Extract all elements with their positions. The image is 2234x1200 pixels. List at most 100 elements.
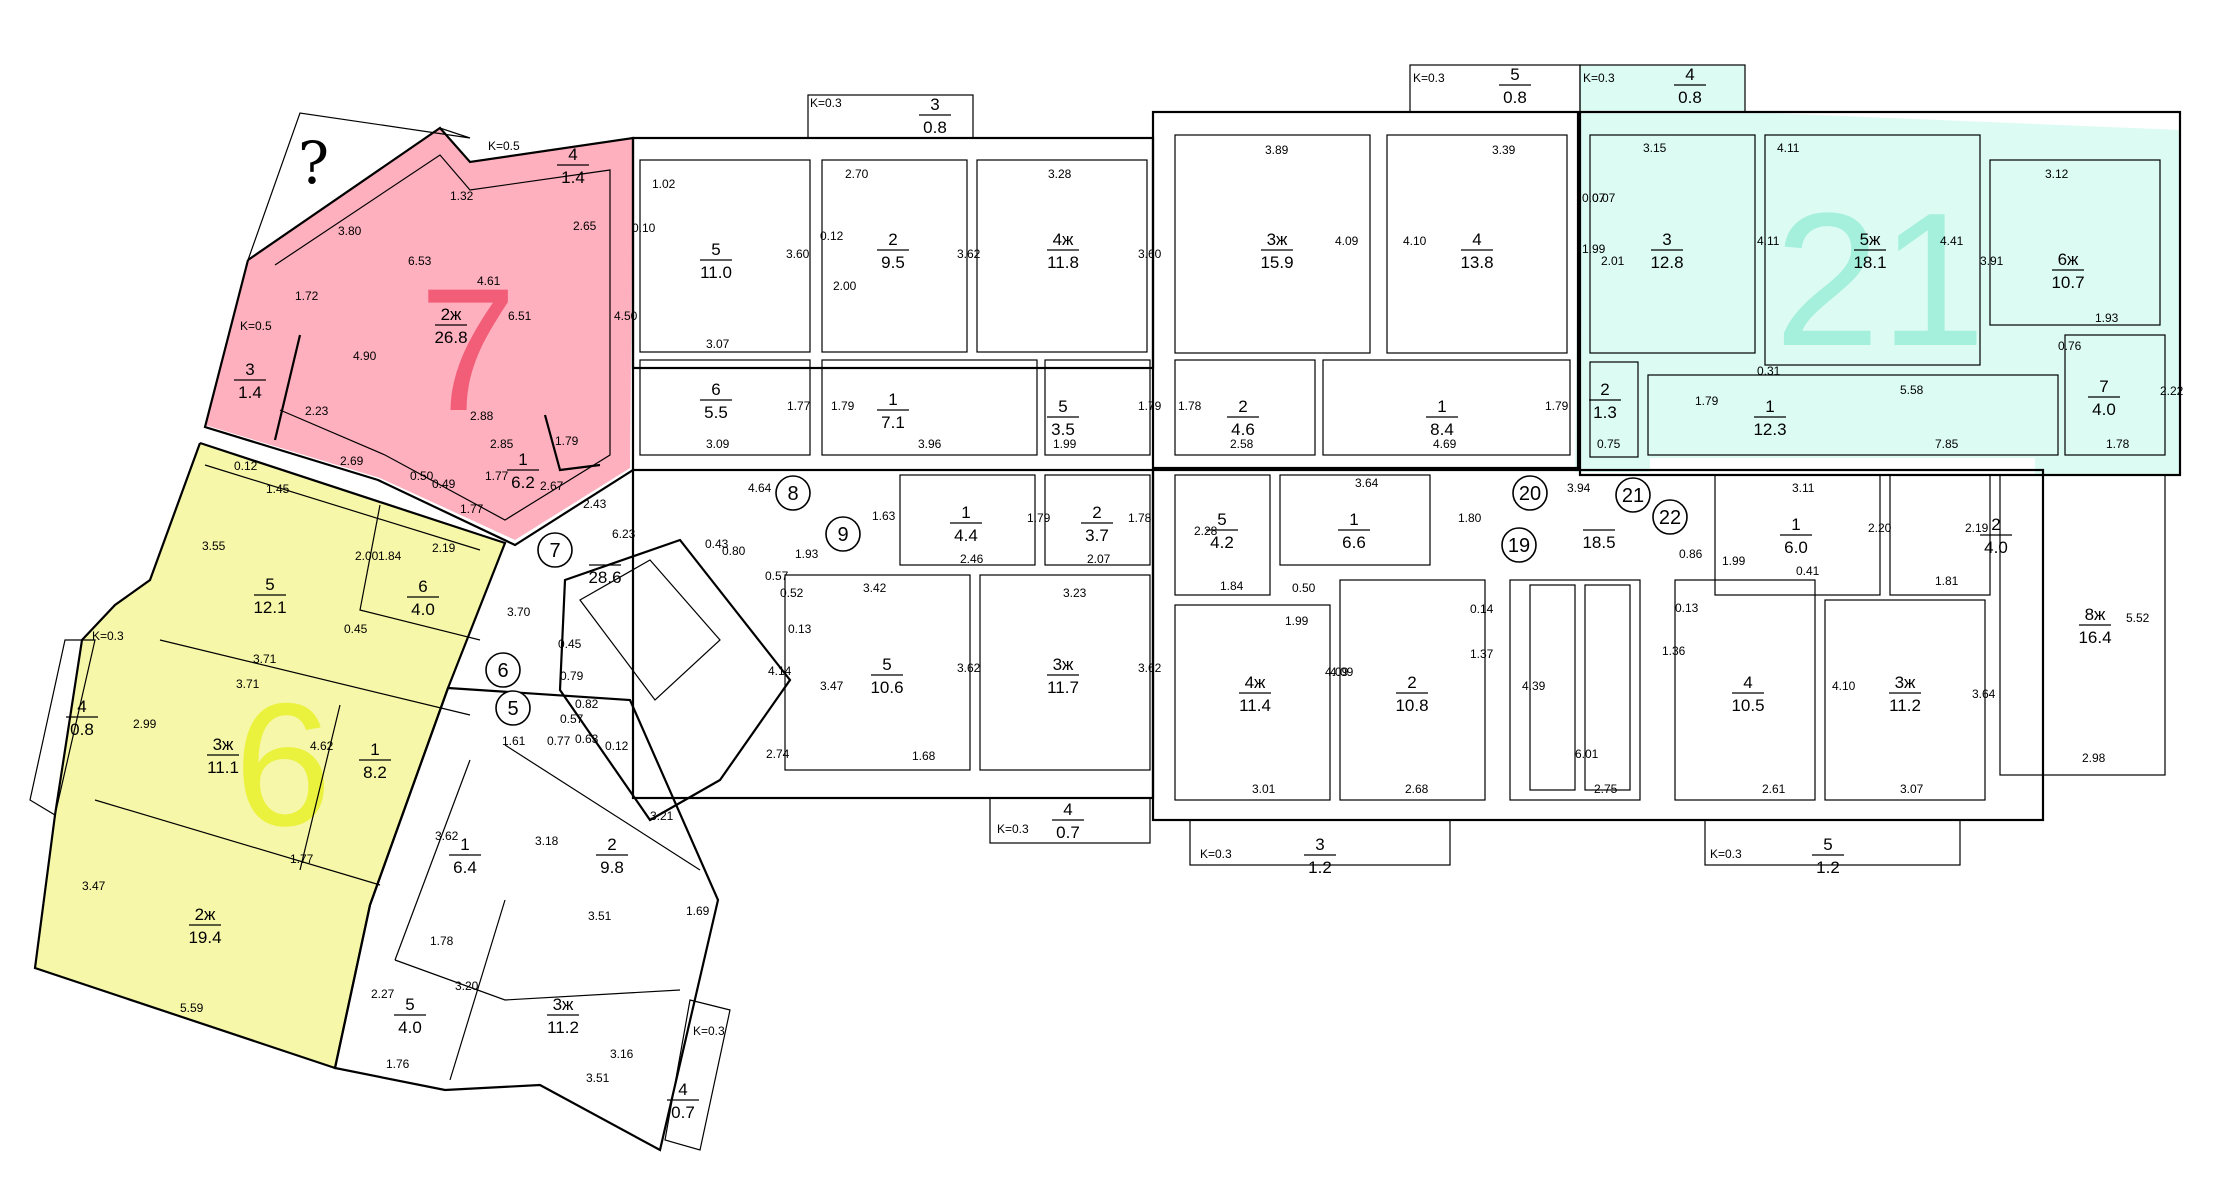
- dimension-label: 3.42: [863, 581, 887, 595]
- dimension-label: 2.70: [845, 167, 869, 181]
- room-label: 18.4: [1426, 397, 1458, 439]
- room-number: 4: [1063, 800, 1072, 819]
- dimension-label: 1.93: [2095, 311, 2119, 325]
- apartment-marker-number: 8: [787, 483, 798, 505]
- apartment-marker-circle: [775, 475, 811, 511]
- dimension-label: 1.37: [1470, 647, 1494, 661]
- balcony: [1579, 64, 1746, 113]
- room-area: 10.8: [1395, 696, 1428, 715]
- room-area: 13.8: [1460, 253, 1493, 272]
- room-label: 24.6: [1227, 397, 1259, 439]
- dimension-label: 1.69: [686, 904, 710, 918]
- wall: [359, 504, 481, 641]
- room-number: 1: [1437, 397, 1446, 416]
- room-number: 5: [711, 240, 720, 259]
- apartment-marker: 21: [1615, 477, 1651, 513]
- room-number: 1: [370, 740, 379, 759]
- dimension-label: 1.77: [787, 399, 811, 413]
- apartment-7-number: 7: [419, 253, 516, 448]
- wall: [504, 744, 701, 871]
- room-label: 312.8: [1650, 230, 1683, 272]
- dimension-label: 3.71: [236, 677, 260, 691]
- wall: [1714, 474, 1881, 596]
- dimension-label: 2.00: [833, 279, 857, 293]
- dimension-label: 2.99: [133, 717, 157, 731]
- coefficient-label: K=0.3: [1413, 71, 1445, 85]
- room-number: 3: [930, 95, 939, 114]
- apartment-marker-number: 21: [1622, 485, 1644, 507]
- apartment-marker-number: 20: [1519, 483, 1541, 505]
- room-number: 3ж: [1267, 230, 1288, 249]
- apartment-21-highlight: [1575, 65, 2180, 475]
- dimension-label: 2.98: [2082, 751, 2106, 765]
- dimension-label: 4.61: [477, 274, 501, 288]
- wall: [1589, 134, 1756, 354]
- wall: [1279, 474, 1431, 566]
- apartment-marker-circle: [1652, 499, 1688, 535]
- room-area: 4.2: [1210, 533, 1234, 552]
- room-area: 9.5: [881, 253, 905, 272]
- apartment-marker: 19: [1501, 527, 1537, 563]
- dimension-label: 0.75: [1597, 437, 1621, 451]
- room-label: 24.0: [1980, 515, 2012, 557]
- apartment-marker-circle: [825, 516, 861, 552]
- room-number: 5: [1510, 65, 1519, 84]
- room-area: 10.7: [2051, 273, 2084, 292]
- room-number: 3ж: [213, 735, 234, 754]
- room-area: 3.5: [1051, 420, 1075, 439]
- room-label: 40.7: [1052, 800, 1084, 842]
- balcony: [807, 94, 974, 139]
- room-label: 31.2: [1304, 835, 1336, 877]
- dimension-label: 2.00: [355, 549, 379, 563]
- dimension-label: 2.07: [1087, 552, 1111, 566]
- room-label: 29.8: [596, 835, 628, 877]
- room-number: 8ж: [2085, 605, 2106, 624]
- dimension-label: 1.77: [290, 852, 314, 866]
- room-area: 11.1: [207, 758, 239, 777]
- room-number: 4: [678, 1080, 687, 1099]
- dimension-label: 2.69: [340, 454, 364, 468]
- dimension-label: 1.84: [1220, 579, 1244, 593]
- dimension-label: 1.79: [1695, 394, 1719, 408]
- room-number: 5: [882, 655, 891, 674]
- dimension-label: 2.43: [583, 497, 607, 511]
- room-area: 16.4: [2078, 628, 2111, 647]
- dimension-label: 1.99: [1722, 554, 1746, 568]
- dimension-label: 0.43: [705, 537, 729, 551]
- room-number: 6: [418, 577, 427, 596]
- dimension-label: 2.28: [1194, 524, 1218, 538]
- dimension-label: 1.79: [1138, 399, 1162, 413]
- dimension-label: 2.74: [766, 747, 790, 761]
- room-number: 1: [1349, 510, 1358, 529]
- room-label: 29.5: [877, 230, 909, 272]
- wall: [1989, 159, 2161, 326]
- wall: [159, 639, 471, 716]
- dimension-label: 3.01: [1252, 782, 1276, 796]
- dimension-label: 0.12: [605, 739, 629, 753]
- room-area: 4.0: [1984, 538, 2008, 557]
- room-number: 4ж: [1053, 230, 1074, 249]
- dimension-label: 4.14: [768, 664, 792, 678]
- room-label: 40.7: [667, 1080, 699, 1122]
- room-area: 0.8: [1503, 88, 1527, 107]
- wall: [784, 574, 971, 771]
- room-label: 14.4: [950, 503, 982, 545]
- room-label: 21.3: [1589, 380, 1621, 422]
- room-number: 1: [518, 450, 527, 469]
- dimension-label: 1.79: [1545, 399, 1569, 413]
- dimension-label: 3.91: [1980, 254, 2004, 268]
- apt-21-fill: [1575, 65, 2180, 475]
- coefficient-label: K=0.3: [1200, 847, 1232, 861]
- apartment-6-number: 6: [234, 668, 331, 863]
- room-area: 11.8: [1047, 253, 1079, 272]
- room-label: 31.4: [234, 360, 266, 402]
- room-label: 74.0: [2088, 377, 2120, 419]
- wall: [899, 474, 1036, 566]
- room-area: 19.4: [188, 928, 221, 947]
- dimension-label: 3.60: [786, 247, 810, 261]
- room-area: 11.0: [700, 263, 732, 282]
- dimension-label: 0.50: [1292, 581, 1316, 595]
